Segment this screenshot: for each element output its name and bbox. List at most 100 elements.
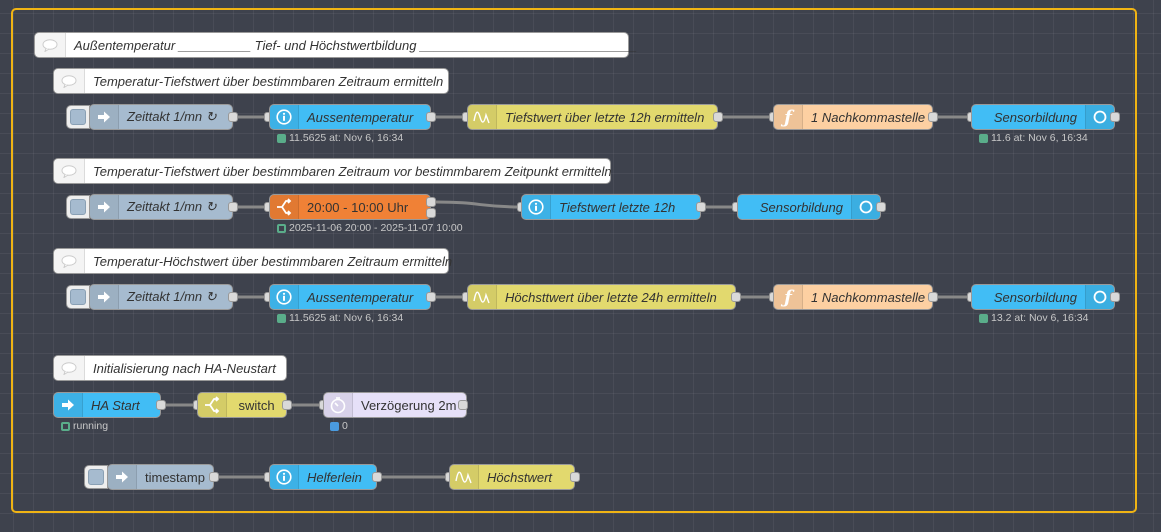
ha-sensor-node[interactable]: Aussentemperatur [269, 104, 431, 130]
node-label: Zeittakt 1/mn ↻ [127, 109, 217, 124]
smooth-node[interactable]: Höchstwert [449, 464, 575, 490]
info-icon [270, 465, 299, 489]
time-range-node[interactable]: 20:00 - 10:00 Uhr [269, 194, 431, 220]
ha-sensor-node[interactable]: Aussentemperatur [269, 284, 431, 310]
arrow-right-icon [54, 393, 83, 417]
sensor-output-node[interactable]: Sensorbildung [737, 194, 881, 220]
output-port-1[interactable] [426, 197, 436, 207]
node-label: Aussentemperatur [307, 289, 414, 305]
status-text: running [73, 420, 109, 432]
function-node[interactable]: ƒ 1 Nachkommastelle [773, 104, 933, 130]
status-text: 11.6 at: Nov 6, 16:34 [991, 132, 1088, 144]
sensor-output-node[interactable]: Sensorbildung [971, 104, 1115, 130]
output-port[interactable] [713, 112, 723, 122]
node-label: 1 Nachkommastelle [811, 289, 926, 305]
ha-sensor-node[interactable]: Helferlein [269, 464, 377, 490]
inject-trigger-button[interactable] [66, 105, 90, 129]
node-label: Zeittakt 1/mn ↻ [127, 199, 217, 214]
switch-icon [270, 195, 299, 219]
output-port[interactable] [928, 292, 938, 302]
wave-icon [450, 465, 479, 489]
output-port[interactable] [1110, 112, 1120, 122]
node-label: Helferlein [307, 469, 362, 485]
output-port[interactable] [731, 292, 741, 302]
info-icon [270, 105, 299, 129]
ha-sensor-node[interactable]: Tiefstwert letzte 12h [521, 194, 701, 220]
node-label: Tiefstwert über letzte 12h ermitteln [505, 109, 705, 125]
comment-main[interactable]: Außentemperatur __________ Tief- und Höc… [34, 32, 637, 58]
status-dot [277, 313, 286, 323]
output-port[interactable] [876, 202, 886, 212]
node-label: 1 Nachkommastelle [811, 109, 926, 125]
output-port[interactable] [1110, 292, 1120, 302]
comment-tiefstwert-zeitpunkt[interactable]: Temperatur-Tiefstwert über bestimmbaren … [53, 158, 612, 184]
output-port[interactable] [426, 112, 436, 122]
comment-hoechstwert[interactable]: Temperatur-Höchstwert über bestimmbaren … [53, 248, 452, 274]
output-port[interactable] [282, 400, 292, 410]
inject-trigger-button[interactable] [84, 465, 108, 489]
output-port[interactable] [228, 112, 238, 122]
comment-icon [54, 356, 85, 380]
node-label: Aussentemperatur [307, 109, 414, 125]
comment-icon [54, 159, 85, 183]
node-label: timestamp [145, 469, 205, 485]
comment-text: Initialisierung nach HA-Neustart [93, 360, 276, 376]
arrow-right-icon [108, 465, 137, 489]
node-status: 11.5625 at: Nov 6, 16:34 [277, 132, 403, 144]
output-port[interactable] [372, 472, 382, 482]
node-status: 0 [330, 420, 348, 432]
inject-node[interactable]: Zeittakt 1/mn ↻ [89, 284, 233, 310]
arrow-right-icon [90, 105, 119, 129]
node-label: Zeittakt 1/mn ↻ [127, 289, 217, 304]
output-port[interactable] [696, 202, 706, 212]
function-icon: ƒ [774, 285, 803, 309]
comment-tiefstwert[interactable]: Temperatur-Tiefstwert über bestimmbaren … [53, 68, 449, 94]
ha-start-node[interactable]: HA Start [53, 392, 161, 418]
node-status: 13.2 at: Nov 6, 16:34 [979, 312, 1088, 324]
status-text: 2025-11-06 20:00 - 2025-11-07 10:00 [289, 222, 463, 234]
output-port[interactable] [228, 292, 238, 302]
status-dot [277, 133, 286, 143]
comment-text: Außentemperatur __________ Tief- und Höc… [74, 37, 637, 53]
inject-trigger-button[interactable] [66, 195, 90, 219]
timer-icon [324, 393, 353, 417]
flow-group[interactable] [11, 8, 1137, 513]
info-icon [270, 285, 299, 309]
node-label: Sensorbildung [759, 199, 843, 215]
status-dot [330, 421, 339, 431]
output-port[interactable] [228, 202, 238, 212]
delay-node[interactable]: Verzögerung 2m [323, 392, 467, 418]
function-icon: ƒ [774, 105, 803, 129]
smooth-node[interactable]: Höchsttwert über letzte 24h ermitteln [467, 284, 736, 310]
wave-icon [468, 285, 497, 309]
function-node[interactable]: ƒ 1 Nachkommastelle [773, 284, 933, 310]
status-text: 11.5625 at: Nov 6, 16:34 [289, 312, 404, 324]
comment-initialisierung[interactable]: Initialisierung nach HA-Neustart [53, 355, 287, 381]
node-label: Sensorbildung [993, 289, 1077, 305]
comment-icon [35, 33, 66, 57]
node-label: Höchsttwert über letzte 24h ermitteln [505, 289, 717, 305]
output-port[interactable] [458, 400, 468, 410]
sensor-output-node[interactable]: Sensorbildung [971, 284, 1115, 310]
output-port[interactable] [209, 472, 219, 482]
inject-trigger-button[interactable] [66, 285, 90, 309]
smooth-node[interactable]: Tiefstwert über letzte 12h ermitteln [467, 104, 718, 130]
status-dot [979, 313, 988, 323]
status-dot [277, 223, 286, 233]
inject-node[interactable]: timestamp [107, 464, 214, 490]
circle-icon [851, 195, 880, 219]
node-status: 11.5625 at: Nov 6, 16:34 [277, 312, 403, 324]
output-port-2[interactable] [426, 208, 436, 218]
output-port[interactable] [570, 472, 580, 482]
status-text: 13.2 at: Nov 6, 16:34 [991, 312, 1089, 324]
inject-node[interactable]: Zeittakt 1/mn ↻ [89, 194, 233, 220]
switch-node[interactable]: switch [197, 392, 287, 418]
output-port[interactable] [426, 292, 436, 302]
output-port[interactable] [928, 112, 938, 122]
circle-icon [1085, 285, 1114, 309]
output-port[interactable] [156, 400, 166, 410]
arrow-right-icon [90, 195, 119, 219]
arrow-right-icon [90, 285, 119, 309]
inject-node[interactable]: Zeittakt 1/mn ↻ [89, 104, 233, 130]
